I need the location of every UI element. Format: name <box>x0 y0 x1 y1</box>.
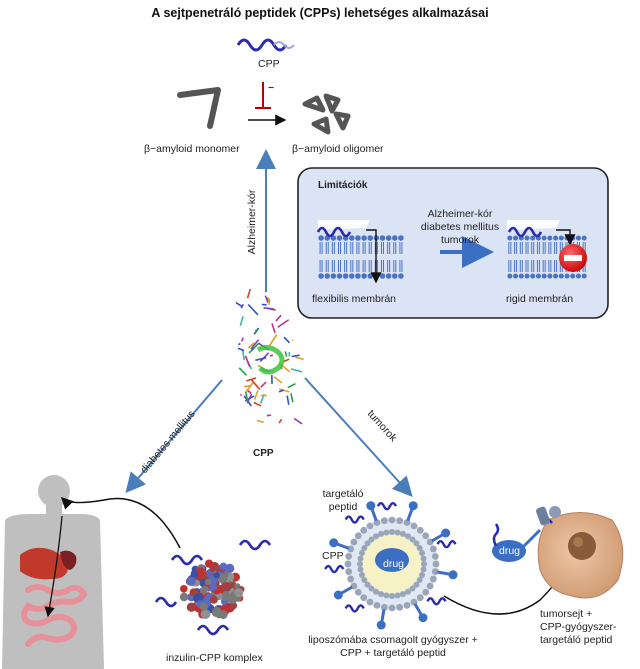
limitation-condition-3: tumorok <box>441 234 479 246</box>
human-body-icon <box>2 475 104 669</box>
insulin-cpp-complex-icon <box>154 539 272 636</box>
tumor-cell-caption-3: targetáló peptid <box>540 634 613 646</box>
alzheimer-arrow-label: Alzheimer-kór <box>246 189 258 255</box>
inhibit-sign: − <box>268 82 275 94</box>
insulin-complex-label: inzulin-CPP komplex <box>166 652 263 664</box>
inhibition-symbol <box>255 82 271 109</box>
rigid-membrane-peptide <box>507 220 576 246</box>
center-cpp-label: CPP <box>253 448 274 459</box>
cpp-molecule-icon <box>235 288 304 425</box>
rigid-membrane-label: rigid membrán <box>506 293 574 305</box>
top-cpp-peptide <box>236 38 295 52</box>
targeting-peptide-label-1: targetáló <box>322 488 364 500</box>
page-title: A sejtpenetráló peptidek (CPPs) lehetség… <box>151 6 489 20</box>
limitation-condition-2: diabetes mellitus <box>420 221 500 233</box>
tumor-cell-caption-1: tumorsejt + <box>540 608 593 620</box>
tumor-cell-caption-2: CPP-gyógyszer- <box>540 621 617 633</box>
tumor-arrow <box>304 377 413 497</box>
liposome-caption-1: liposzómába csomagolt gyógyszer + <box>308 634 478 646</box>
targeting-peptide-label-2: peptid <box>328 501 358 513</box>
flexible-membrane-peptide <box>316 220 382 284</box>
amyloid-oligomer-icon <box>302 93 351 135</box>
liposome-drug-label: drug <box>383 558 405 570</box>
oligomer-label: β−amyloid oligomer <box>292 143 384 155</box>
intestine-arrow <box>44 515 63 618</box>
liposome-icon <box>324 501 458 630</box>
liposome-caption-2: CPP + targetáló peptid <box>340 647 446 659</box>
drug-conjugate-icon <box>492 523 542 562</box>
flexible-membrane-label: flexibilis membrán <box>312 293 397 305</box>
tumor-cell-icon <box>536 506 624 599</box>
insulin-delivery-arrow <box>60 496 181 549</box>
stop-icon <box>559 244 587 272</box>
top-cpp-label: CPP <box>258 58 280 70</box>
conjugate-drug-label: drug <box>499 545 521 557</box>
liposome-cpp-label: CPP <box>322 550 344 562</box>
diabetes-arrow <box>125 379 223 494</box>
amyloid-monomer-icon <box>177 87 221 129</box>
monomer-label: β−amyloid monomer <box>144 143 240 155</box>
limitations-title: Limitációk <box>318 180 368 191</box>
limitation-condition-1: Alzheimer-kór <box>427 208 493 220</box>
